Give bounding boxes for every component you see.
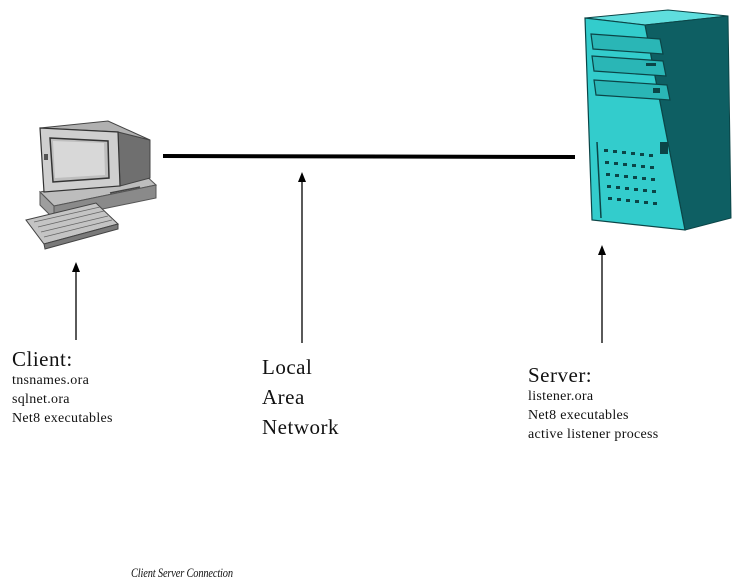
client-file-net8: Net8 executables — [12, 411, 113, 426]
network-label-block: Local Area Network — [262, 352, 339, 442]
client-title: Client: — [12, 347, 73, 371]
server-title: Server: — [528, 363, 593, 387]
network-cable-line — [162, 154, 576, 159]
client-file-sqlnet: sqlnet.ora — [12, 392, 70, 407]
network-label-line-2: Area — [262, 385, 305, 409]
server-label-block: Server: listener.ora Net8 executables ac… — [528, 363, 659, 444]
server-arrow — [598, 245, 606, 343]
client-arrow — [72, 262, 80, 340]
client-file-tnsnames: tnsnames.ora — [12, 373, 90, 388]
server-file-process: active listener process — [528, 427, 659, 442]
server-file-listener: listener.ora — [528, 389, 594, 404]
tower-server-icon — [584, 9, 732, 231]
diagram-caption: Client Server Connection — [131, 565, 233, 580]
client-label-block: Client: tnsnames.ora sqlnet.ora Net8 exe… — [12, 347, 113, 428]
network-arrow — [298, 172, 306, 343]
server-file-net8: Net8 executables — [528, 408, 629, 423]
desktop-computer-icon — [25, 120, 158, 250]
network-label-line-1: Local — [262, 355, 313, 379]
network-label-line-3: Network — [262, 415, 339, 439]
